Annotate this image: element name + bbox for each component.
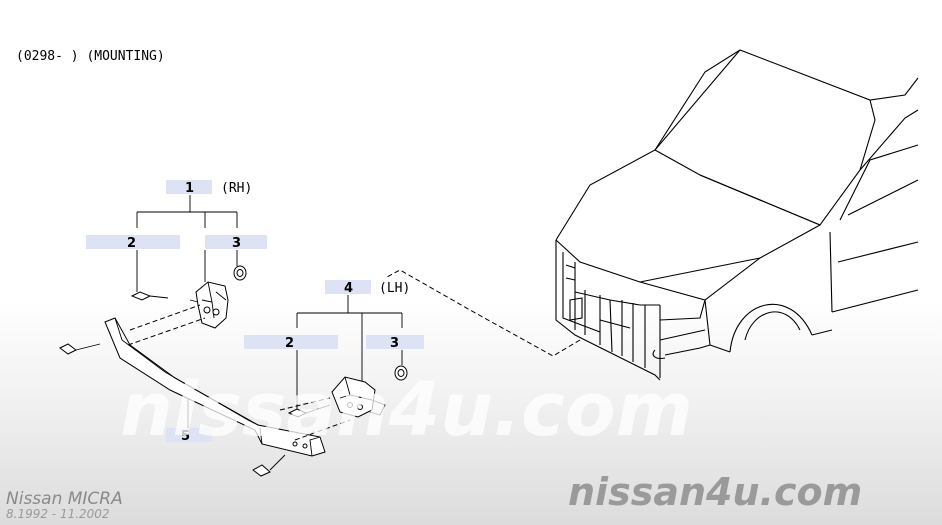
callout-3-lh-highlight — [366, 335, 424, 349]
callout-3-rh-highlight — [205, 235, 267, 249]
callout-4-number: 4 — [344, 281, 353, 296]
callout-4-side: (LH) — [379, 281, 410, 296]
callout-4-highlight — [325, 280, 371, 294]
callout-group-5: 5 — [166, 398, 212, 444]
callout-group-lh: 4 (LH) 2 3 — [244, 280, 424, 410]
bolt-rh — [130, 291, 169, 301]
bracket-lh — [331, 376, 386, 418]
watermark-bottom-right: nissan4u.com — [568, 470, 862, 514]
cross-member — [104, 304, 351, 457]
callout-2-lh-highlight — [244, 335, 338, 349]
callout-5-number: 5 — [181, 429, 190, 444]
bolt-lh — [287, 404, 331, 418]
callout-group-rh: 1 (RH) 2 3 — [86, 180, 267, 292]
callout-5-highlight — [166, 428, 212, 442]
bolt-crossmember-right — [252, 454, 286, 477]
callout-2-lh-number: 2 — [285, 336, 294, 351]
vehicle-body-outline — [555, 49, 919, 381]
watermark-center: nissan4u.com — [120, 367, 693, 453]
washer-lh — [394, 365, 408, 381]
callout-2-rh-number: 2 — [127, 236, 136, 251]
callout-3-rh-number: 3 — [232, 236, 241, 251]
callout-1-side: (RH) — [221, 181, 252, 196]
diagram-title: (0298- ) (MOUNTING) — [16, 49, 165, 64]
footer-model: Nissan MICRA — [6, 489, 123, 509]
leader-car-to-bracket — [384, 269, 581, 357]
callout-2-rh-highlight — [86, 235, 180, 249]
bracket-rh — [189, 281, 229, 329]
washer-rh — [233, 265, 247, 281]
callout-1-highlight — [166, 180, 212, 194]
callout-1-number: 1 — [185, 181, 194, 196]
callout-3-lh-number: 3 — [390, 336, 399, 351]
footer-years: 8.1992 - 11.2002 — [6, 507, 110, 521]
bolt-crossmember-left — [59, 343, 101, 355]
